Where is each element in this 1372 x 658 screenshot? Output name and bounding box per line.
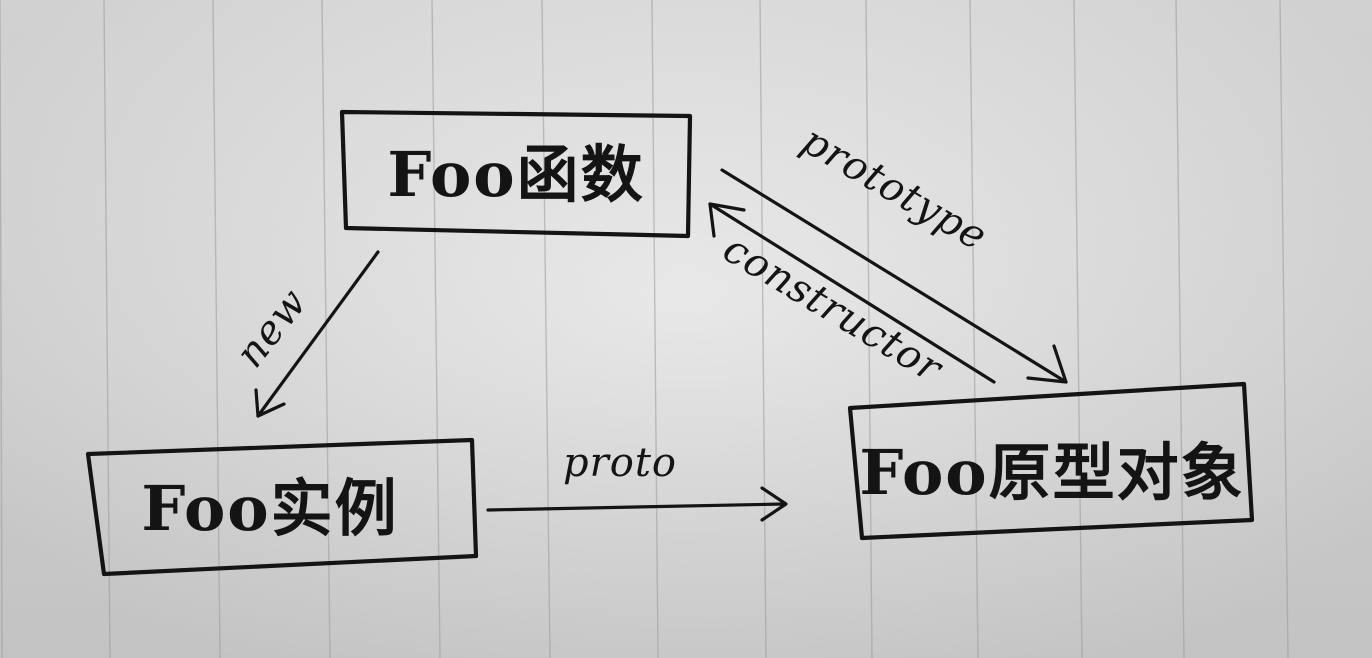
node-box [339,109,693,239]
edge-label: proto [563,440,677,486]
node-box [847,381,1255,541]
edge-label: constructor [715,226,952,393]
node-box [85,437,479,577]
arrow-head-icon [708,202,746,238]
arrow-head-icon [760,486,788,522]
edge-proto: proto [486,440,788,522]
arrow-line [708,202,996,384]
node-foo-prototype: Foo原型对象 [847,381,1255,541]
edge-label: prototype [794,117,995,260]
edge-new: new [227,250,380,418]
arrow-line [720,168,1068,384]
node-label: Foo原型对象 [859,436,1244,509]
arrow-head-icon [254,388,286,418]
paper-rule-lines [0,0,1289,658]
arrow-head-icon [1026,344,1068,384]
arrow-line [256,250,380,418]
arrow-line [486,502,786,512]
node-foo-instance: Foo实例 [85,437,479,577]
node-label: Foo函数 [387,138,644,211]
node-foo-function: Foo函数 [339,109,693,239]
edge-label: new [227,280,317,377]
node-label: Foo实例 [141,472,398,545]
